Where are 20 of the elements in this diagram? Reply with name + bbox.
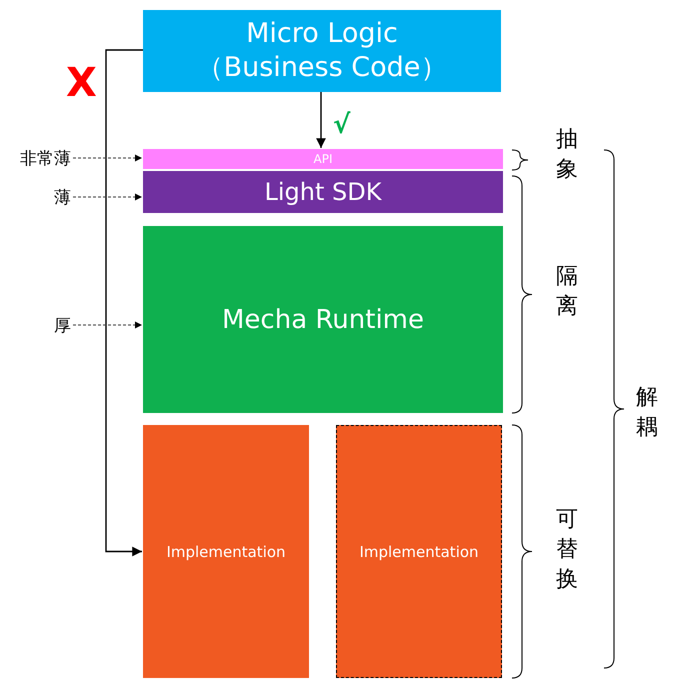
dashed-arrow xyxy=(72,154,142,162)
layer-box: Light SDK xyxy=(143,171,503,213)
brace-label: 解耦 xyxy=(636,384,659,442)
edge-label: X xyxy=(66,60,97,106)
dashed-arrow xyxy=(72,194,142,200)
layer-box: API xyxy=(143,149,503,169)
implementation-box: Implementation xyxy=(336,425,502,678)
brace-label: 可替换 xyxy=(556,506,579,594)
edge-label: √ xyxy=(333,110,350,140)
annotation-text: 薄 xyxy=(5,186,71,208)
brace-label: 抽象 xyxy=(556,126,579,184)
annotation-text: 非常薄 xyxy=(5,147,71,169)
arrow xyxy=(316,92,326,148)
dashed-arrow xyxy=(72,322,142,328)
arrow xyxy=(105,49,143,556)
implementation-box: Implementation xyxy=(143,425,309,678)
layer-box: Mecha Runtime xyxy=(143,226,503,413)
brace-label: 隔离 xyxy=(556,263,579,321)
layer-box: Micro Logic （Business Code） xyxy=(143,10,501,92)
annotation-text: 厚 xyxy=(5,314,71,336)
